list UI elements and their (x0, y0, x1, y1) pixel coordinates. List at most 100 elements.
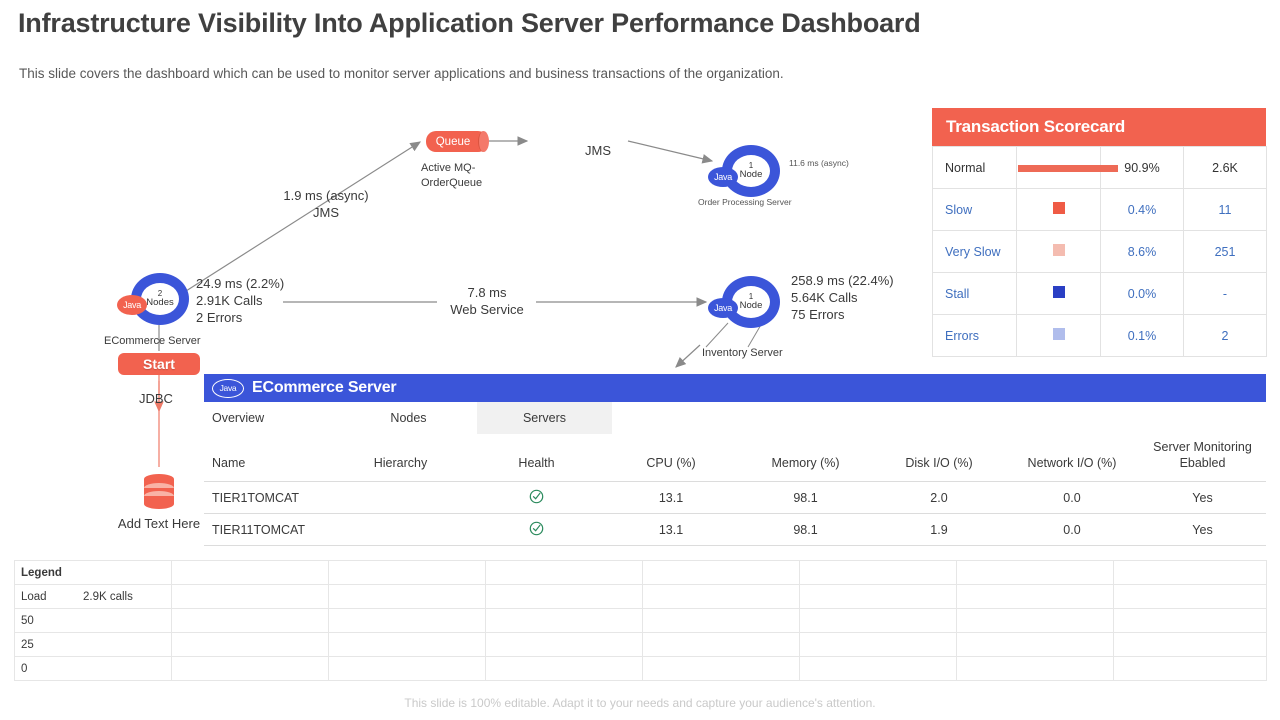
scorecard-label: Very Slow (932, 230, 1017, 273)
legend-empty-cell (642, 608, 800, 633)
legend-load-label: Load (21, 590, 47, 603)
cell-health (469, 513, 604, 547)
node-ring: 2 Nodes (131, 273, 189, 325)
scorecard-percent: 8.6% (1100, 230, 1184, 273)
cell-network: 0.0 (1005, 481, 1139, 514)
start-button[interactable]: Start (118, 353, 200, 375)
legend-empty-cell (642, 632, 800, 657)
node-count: 1 (748, 292, 754, 302)
scorecard-label: Errors (932, 314, 1017, 357)
tab-overview[interactable]: Overview (212, 411, 265, 425)
legend-empty-cell (485, 656, 643, 681)
node-order-processing-server[interactable]: 1 Node Java (708, 145, 780, 197)
queue-node[interactable]: Queue (426, 131, 489, 152)
cell-cpu: 13.1 (604, 481, 738, 514)
database-icon (142, 473, 176, 511)
legend-empty-cell (328, 560, 486, 585)
legend-empty-cell (1113, 656, 1267, 681)
node-unit: Nodes (146, 297, 174, 309)
scorecard-percent: 0.1% (1100, 314, 1184, 357)
legend-empty-cell (1113, 632, 1267, 657)
cell-network: 0.0 (1005, 513, 1139, 547)
node-unit: Node (739, 300, 763, 312)
cell-name: TIER1TOMCAT (204, 481, 332, 514)
queue-caption-line2: OrderQueue (421, 176, 483, 189)
legend-empty-cell (1113, 608, 1267, 633)
node-count: 1 (748, 161, 754, 171)
legend-row-load: Load 2.9K calls (14, 584, 1267, 609)
servers-col-header[interactable]: Hierarchy (373, 455, 428, 470)
legend-load-value: 2.9K calls (83, 590, 133, 603)
cell-hierarchy (332, 513, 469, 547)
topology-diagram: 2 Nodes Java ECommerce Server 24.9 ms (2… (0, 95, 920, 565)
scorecard-swatch (1016, 188, 1101, 231)
node-caption-order-processing: Order Processing Server (698, 197, 792, 207)
metric-errors: 75 Errors (791, 307, 845, 323)
servers-col-header[interactable]: Name (212, 455, 246, 470)
legend-empty-cell (956, 632, 1114, 657)
scorecard-label: Stall (932, 272, 1017, 315)
node-ecommerce-server[interactable]: 2 Nodes Java (117, 273, 189, 325)
legend-empty-cell (642, 560, 800, 585)
servers-col-header[interactable]: Memory (%) (771, 455, 840, 470)
legend-empty-cell (328, 632, 486, 657)
servers-col-header[interactable]: Health (518, 455, 555, 470)
servers-col-header[interactable]: CPU (%) (646, 455, 696, 470)
metric-errors: 2 Errors (196, 310, 243, 326)
cell-disk: 1.9 (873, 513, 1005, 547)
legend-row-tick: 50 (14, 608, 1267, 633)
legend-empty-cell (485, 584, 643, 609)
legend-empty-cell (956, 608, 1114, 633)
cell-memory: 98.1 (738, 513, 873, 547)
tab-nodes[interactable]: Nodes (390, 411, 427, 425)
node-caption-ecommerce: ECommerce Server (104, 335, 201, 347)
edge-latency: 1.9 ms (async) (283, 188, 369, 203)
cell-hierarchy (332, 481, 469, 514)
tab-servers[interactable]: Servers (477, 402, 612, 434)
scorecard-label: Normal (932, 146, 1017, 189)
scorecard-count: 2 (1183, 314, 1267, 357)
node-caption-queue: Active MQ- OrderQueue (421, 161, 482, 191)
panel-tabs: Overview Nodes Servers (204, 402, 1266, 434)
scorecard-swatch (1016, 230, 1101, 273)
health-check-icon (529, 489, 544, 504)
servers-col-header[interactable]: Disk I/O (%) (905, 455, 973, 470)
cell-name: TIER11TOMCAT (204, 513, 332, 547)
servers-col-header[interactable]: Network I/O (%) (1027, 455, 1117, 470)
legend-empty-cell (956, 656, 1114, 681)
servers-col-header[interactable]: Server Monitoring Ebabled (1153, 440, 1252, 470)
legend-tick: 0 (14, 656, 172, 681)
edge-label-jdbc: JDBC (139, 391, 173, 406)
node-caption-inventory: Inventory Server (702, 347, 783, 359)
java-badge-icon: Java (708, 298, 738, 318)
database-caption: Add Text Here (117, 516, 201, 531)
metric-order-processing: 11.6 ms (async) (789, 158, 849, 168)
metric-calls: 5.64K Calls (791, 290, 858, 306)
legend-empty-cell (642, 584, 800, 609)
panel-header: Java ECommerce Server (204, 374, 1266, 402)
servers-table-head: Name Hierarchy Health CPU (%) Memory (%) Disk… (204, 434, 1266, 482)
legend-tick: 25 (14, 632, 172, 657)
scorecard-swatch (1016, 272, 1101, 315)
node-inventory-server[interactable]: 1 Node Java (708, 276, 780, 328)
legend-empty-cell (956, 560, 1114, 585)
edge-label-jms: JMS (585, 143, 611, 158)
scorecard-count: 251 (1183, 230, 1267, 273)
legend-empty-cell (328, 656, 486, 681)
legend-empty-cell (799, 560, 957, 585)
edge-protocol: Web Service (450, 301, 524, 317)
metrics-inventory: 258.9 ms (22.4%) 5.64K Calls 75 Errors (791, 272, 894, 323)
scorecard-row: Very Slow 8.6%251 (932, 230, 1267, 273)
edge-label-jms-async: 1.9 ms (async) JMS (266, 188, 386, 222)
legend-header: Legend (14, 560, 172, 585)
legend-empty-cell (171, 656, 329, 681)
scorecard-row: Errors 0.1%2 (932, 314, 1267, 357)
